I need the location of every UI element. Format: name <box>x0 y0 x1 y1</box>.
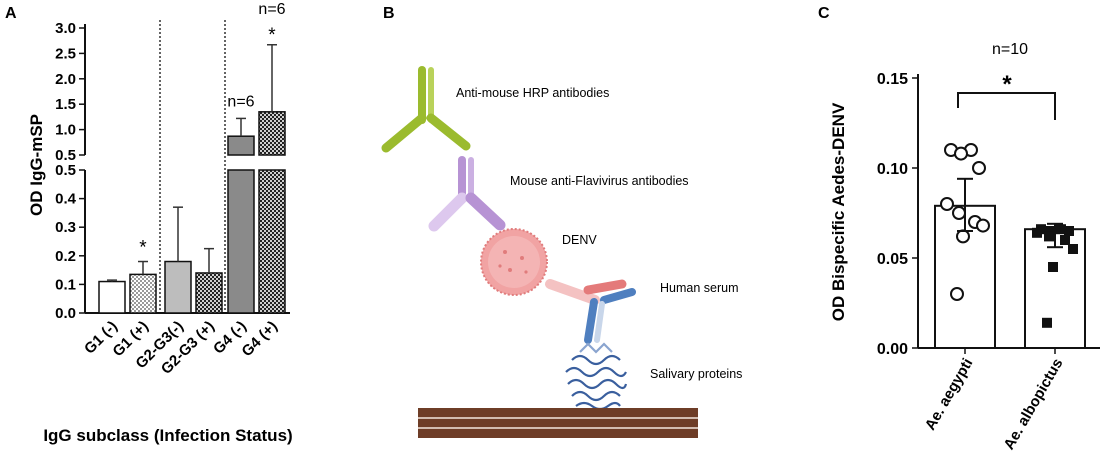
panel-c-point-circle <box>956 229 970 244</box>
panel-c-ytick-label: 0.15 <box>877 71 908 88</box>
panel-c-point-square <box>1048 262 1058 272</box>
panel-a-ytick-label-lower: 0.3 <box>55 219 76 236</box>
panel-a-ytick-label-lower: 0.0 <box>55 305 76 322</box>
panel-c-category-label: Ae. albopictus <box>1000 356 1066 453</box>
panel-a-chart: A 0.5 1.0 1.5 2.0 2.5 3.0 0.0 0.1 0.2 0.3 0.4 0.5 G… <box>5 1 293 445</box>
panel-c-point-square <box>1046 226 1056 236</box>
panel-c-point-square <box>1042 317 1052 328</box>
panel-c-point-square <box>1056 224 1066 235</box>
panel-a-ytick-label-upper: 0.5 <box>55 147 76 164</box>
diagram-label-hrp: Anti-mouse HRP antibodies <box>456 86 609 100</box>
panel-a-ytick-label-upper: 3.0 <box>55 20 76 37</box>
panel-a-ytick-label-upper: 1.5 <box>55 96 76 113</box>
panel-a-ytick-label-upper: 2.0 <box>55 71 76 88</box>
salivary-protein-icon <box>565 342 628 411</box>
diagram-label-mouse-antibodies: Mouse anti-Flavivirus antibodies <box>510 174 689 188</box>
panel-c-point-square <box>1068 244 1078 254</box>
panel-a-bar <box>195 272 223 314</box>
panel-a-bars <box>98 111 286 314</box>
panel-a-category-label: G4 (+) <box>238 318 280 360</box>
panel-label-b: B <box>383 5 395 22</box>
panel-c-error-bars <box>957 177 1063 249</box>
panel-a-ytick-label-upper: 1.0 <box>55 122 76 139</box>
panel-a-ytick-label-lower: 0.4 <box>55 191 77 208</box>
diagram-label-salivary-proteins: Salivary proteins <box>650 367 742 381</box>
panel-a-error-bars <box>107 44 277 282</box>
panel-a-ticks: 0.5 1.0 1.5 2.0 2.5 3.0 0.0 0.1 0.2 0.3 0.4 0.5 <box>55 20 85 322</box>
panel-a-ytick-label-upper: 2.5 <box>55 45 76 62</box>
panel-a-bar-lower-segment <box>227 169 255 314</box>
panel-a-bar-upper-segment <box>258 111 286 156</box>
panel-c-ytick-label: 0.10 <box>877 161 908 178</box>
panel-c-point-circle <box>954 146 968 161</box>
panel-c-annotation-n: n=10 <box>992 41 1028 58</box>
panel-a-bar <box>164 260 192 314</box>
panel-a-annotations: * n=6 n=6 * <box>139 1 285 259</box>
panel-c-annotation-star: * <box>1002 71 1012 98</box>
mouse-antibody-icon <box>428 156 506 232</box>
panel-a-bar-upper-segment <box>227 135 255 156</box>
panel-c-chart: C 0.00 0.05 0.10 0.15 Ae. aegypti Ae. albopi… <box>818 5 1100 453</box>
denv-virus-icon <box>480 228 548 296</box>
elisa-plate-icon <box>418 408 698 438</box>
panel-c-point-square <box>1060 235 1070 245</box>
panel-c-point-square <box>1064 226 1074 236</box>
panel-c-category-label: Ae. aegypti <box>922 356 977 434</box>
panel-c-point-square <box>1032 227 1042 238</box>
panel-a-x-axis-title: IgG subclass (Infection Status) <box>43 426 292 445</box>
panel-a-annotation: n=6 <box>258 1 285 18</box>
panel-c-point-square <box>1044 231 1054 242</box>
panel-c-point-circle <box>972 161 986 175</box>
panel-c-significance-bracket <box>957 92 1056 120</box>
panel-c-annotations: n=10 * <box>957 41 1056 120</box>
panel-a-bar <box>98 280 126 314</box>
panel-c-y-axis-title: OD Bispecific Aedes-DENV <box>829 102 848 321</box>
panel-a-annotation: * <box>268 25 276 46</box>
panel-c-points <box>940 143 1078 328</box>
panel-c-point-circle <box>950 287 964 301</box>
panel-c-ytick-label: 0.05 <box>877 251 908 268</box>
panel-label-a: A <box>5 5 17 22</box>
panel-c-point-circle <box>940 197 954 211</box>
panel-a-ytick-label-lower: 0.2 <box>55 248 76 265</box>
panel-c-ytick-label: 0.00 <box>877 341 908 358</box>
panel-a-ytick-label-lower: 0.5 <box>55 162 76 179</box>
panel-a-annotation: n=6 <box>227 93 254 110</box>
panel-label-c: C <box>818 5 830 22</box>
panel-a-ytick-label-lower: 0.1 <box>55 276 76 293</box>
panel-c-point-circle <box>952 206 966 220</box>
panel-a-annotation: * <box>139 238 147 259</box>
human-serum-antibody-icon <box>545 279 636 344</box>
anti-mouse-antibody-icon <box>381 66 471 153</box>
panel-a-category-labels: G1 (-)G1 (+)G2-G3(-)G2-G3 (+)G4 (-)G4 (+… <box>81 318 281 378</box>
panel-b-diagram: B Anti-mouse HRP antibodies Mouse anti-F… <box>381 5 742 438</box>
diagram-label-human-serum: Human serum <box>660 281 739 295</box>
diagram-label-denv: DENV <box>562 233 597 247</box>
panel-c-point-circle <box>976 218 990 233</box>
panel-a-separators <box>159 20 226 313</box>
panel-a-y-axis-title: OD IgG-mSP <box>27 114 46 216</box>
panel-c-category-labels: Ae. aegypti Ae. albopictus <box>922 356 1067 453</box>
panel-a-bar-lower-segment <box>258 169 286 314</box>
panel-a-bar <box>129 273 157 314</box>
panel-c-ticks: 0.00 0.05 0.10 0.15 <box>877 71 1056 358</box>
